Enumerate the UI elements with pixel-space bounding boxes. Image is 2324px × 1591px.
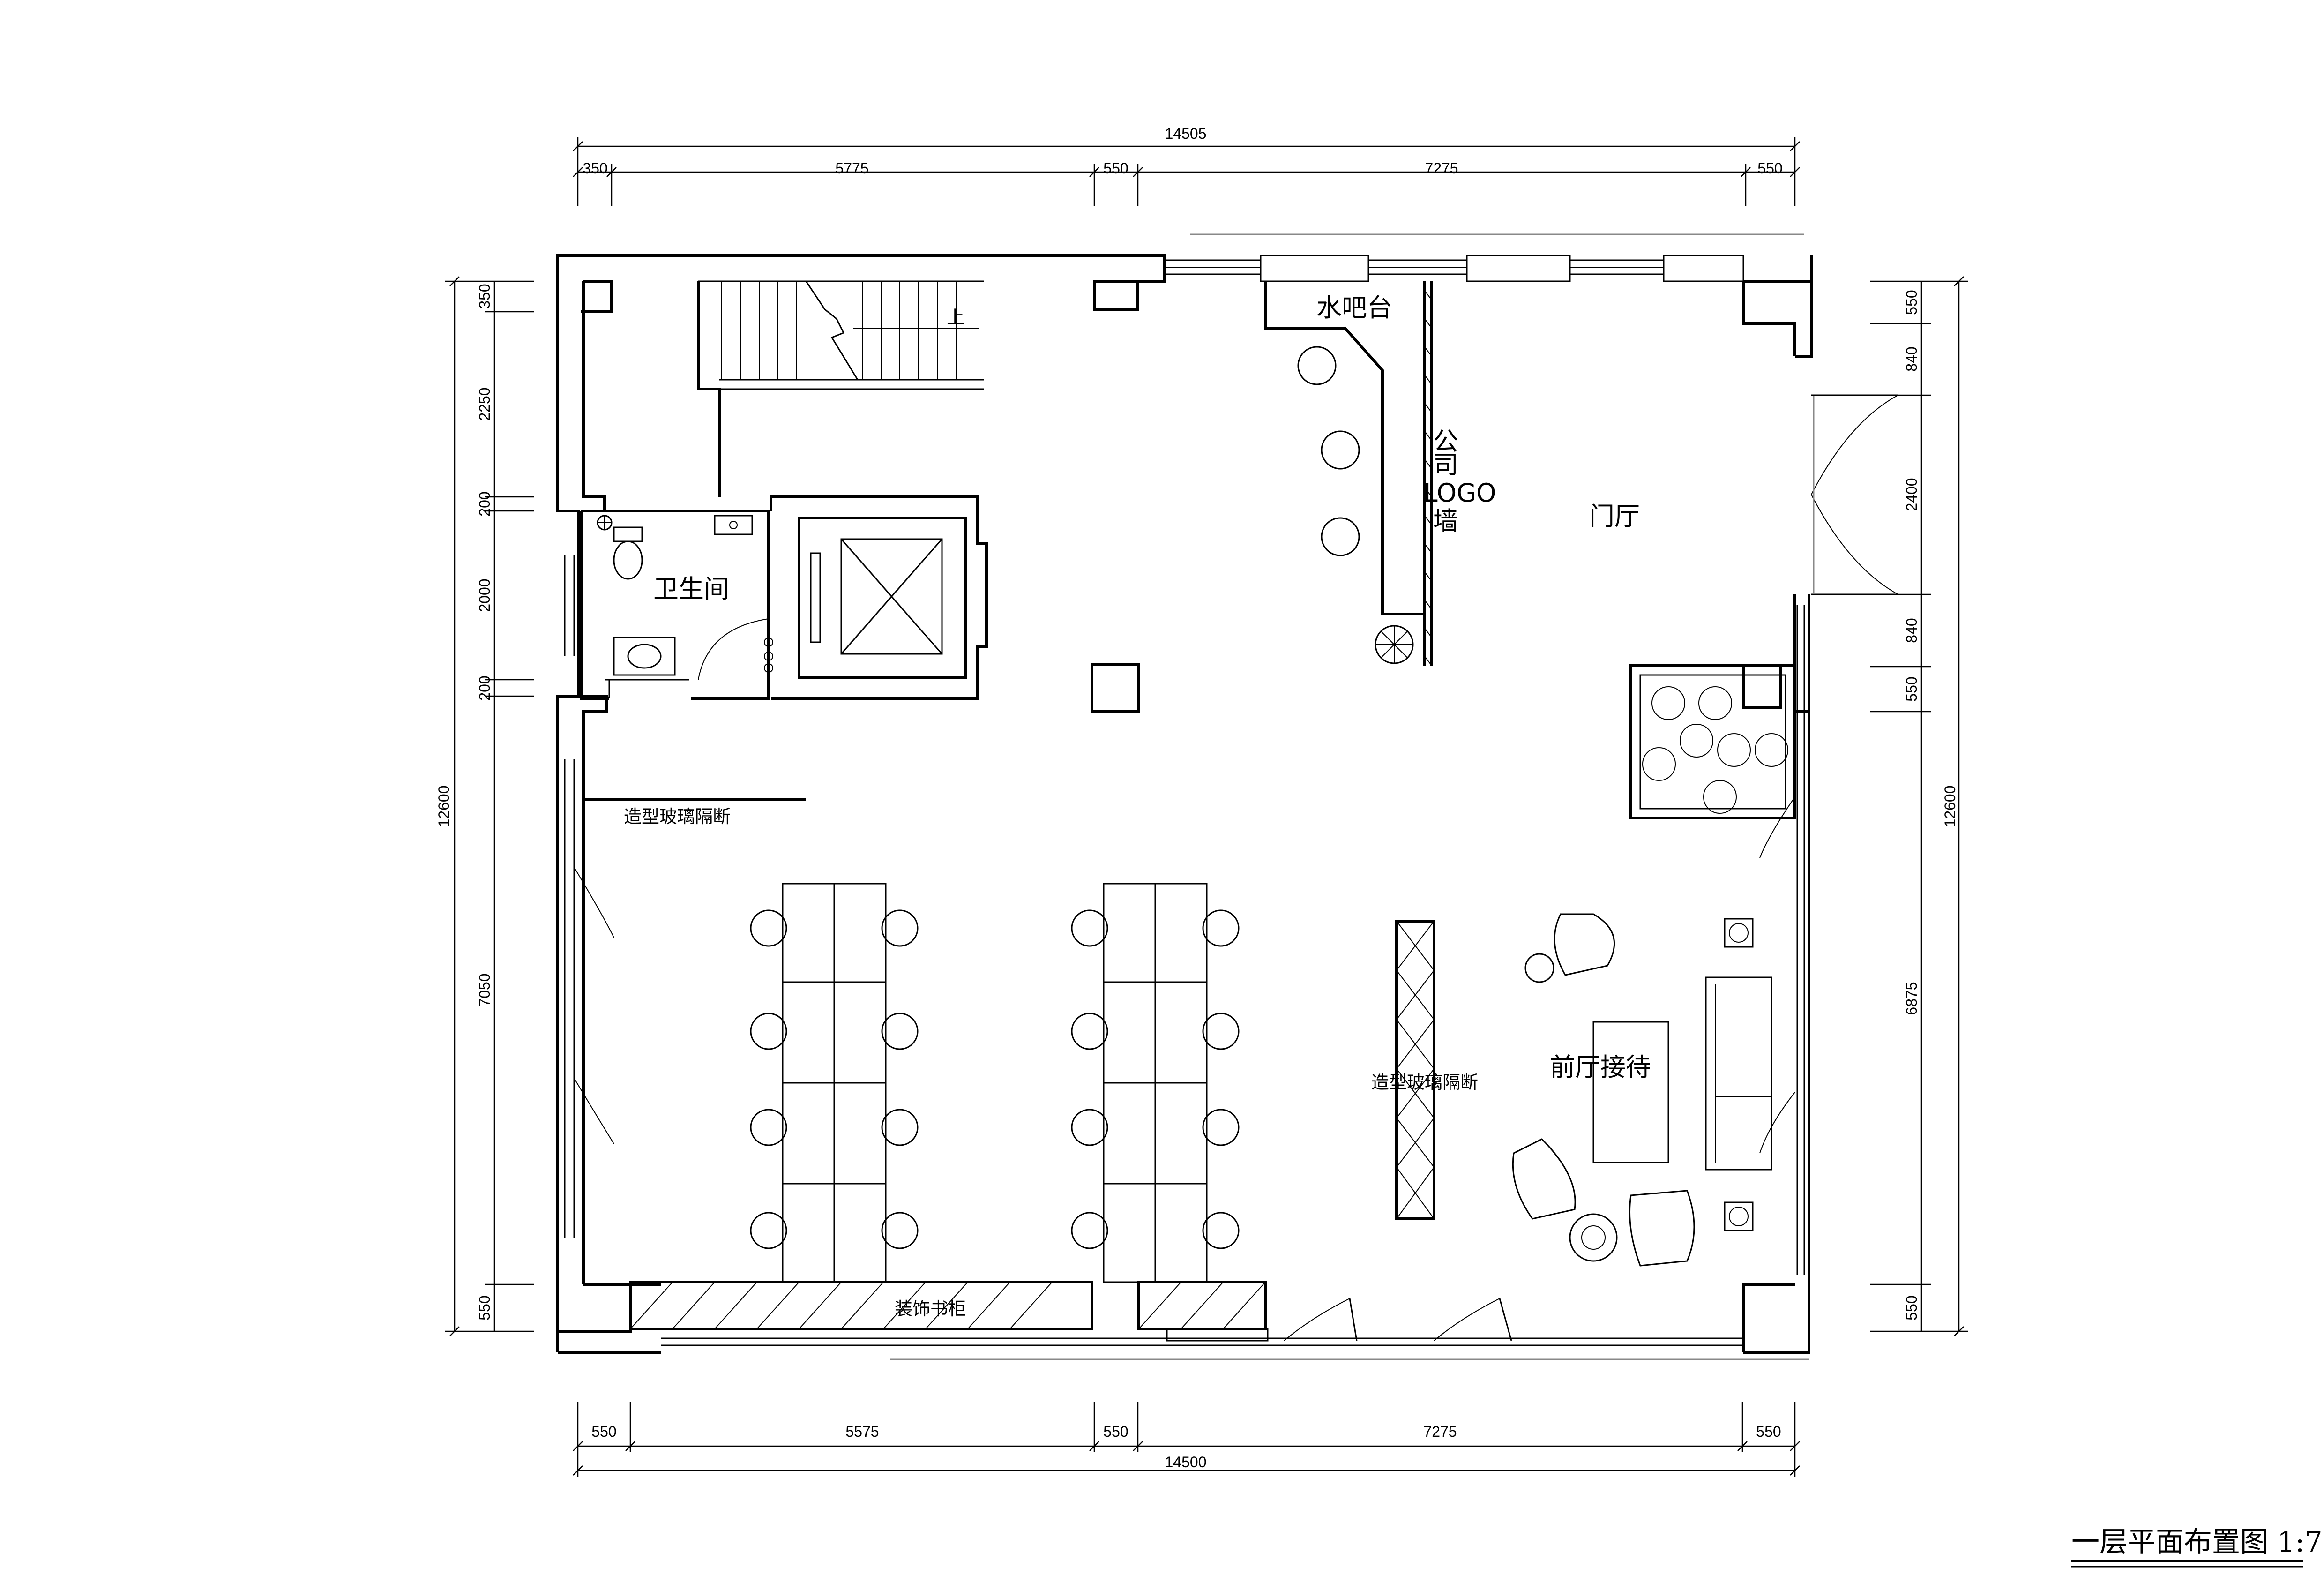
glass-partition-center-label: 造型玻璃隔断 — [1371, 1072, 1478, 1093]
dim-right-seg-6: 6875 — [1903, 982, 1920, 1015]
lobby-label: 门厅 — [1589, 502, 1640, 531]
toilet-room — [580, 510, 773, 700]
dim-right-seg-7: 550 — [1903, 1295, 1920, 1320]
bottom-dimension-lines — [573, 1402, 1800, 1477]
dim-top-seg-1: 350 — [583, 160, 607, 177]
dim-left-seg-5: 200 — [476, 675, 493, 700]
dim-bottom-seg-3: 550 — [1103, 1423, 1128, 1440]
dim-left-total: 12600 — [435, 786, 452, 827]
left-windows — [564, 555, 614, 1238]
dim-bottom-total: 14500 — [1165, 1454, 1207, 1471]
bar-stools — [1297, 346, 1360, 556]
glass-partition-left-label: 造型玻璃隔断 — [624, 806, 731, 827]
logo-wall-label-1: 公 — [1433, 427, 1458, 456]
top-dimension-lines — [573, 137, 1800, 206]
dim-right-total: 12600 — [1942, 786, 1958, 827]
dim-bottom-seg-5: 550 — [1756, 1423, 1781, 1440]
dim-left-seg-6: 7050 — [476, 973, 493, 1006]
dim-top-seg-2: 5775 — [835, 160, 868, 177]
reception-lounge — [1512, 913, 1772, 1267]
workstation-cluster-right — [1071, 883, 1240, 1283]
bottom-windows — [661, 1328, 1809, 1360]
dim-left-seg-3: 200 — [476, 491, 493, 516]
dim-bottom-seg-2: 5575 — [845, 1423, 879, 1440]
water-bar-label: 水吧台 — [1316, 293, 1392, 323]
dim-bottom-seg-4: 7275 — [1423, 1423, 1457, 1440]
dim-top-seg-5: 550 — [1757, 160, 1782, 177]
reception-label: 前厅接待 — [1550, 1052, 1651, 1082]
entrance-double-door[interactable] — [1811, 394, 1898, 595]
drawing-title: 一层平面布置图 1:70 — [2071, 1526, 2324, 1559]
right-dimension-lines — [1870, 276, 1968, 1336]
dim-left-seg-7: 550 — [476, 1295, 493, 1320]
logo-wall-label-4: 墙 — [1433, 506, 1458, 536]
toilet-label: 卫生间 — [653, 574, 729, 604]
staircase: 上 — [697, 280, 984, 497]
planter-bar — [1375, 625, 1414, 664]
dim-top-seg-3: 550 — [1103, 160, 1128, 177]
dim-right-seg-5: 550 — [1903, 676, 1920, 701]
dim-right-seg-2: 840 — [1903, 346, 1920, 371]
dim-left-seg-1: 350 — [476, 284, 493, 308]
dim-top-seg-4: 7275 — [1425, 160, 1458, 177]
dim-right-seg-1: 550 — [1903, 290, 1920, 315]
bookcase-label: 装饰书柜 — [895, 1298, 966, 1319]
bottom-doors[interactable] — [1284, 1298, 1512, 1341]
right-windows — [1759, 605, 1805, 1275]
dim-left-seg-2: 2250 — [476, 387, 493, 420]
stair-up-label: 上 — [947, 307, 964, 328]
elevator-shaft — [770, 495, 988, 700]
left-dimension-lines — [445, 276, 534, 1336]
logo-wall-label-2: 司 — [1433, 450, 1458, 480]
dim-right-seg-4: 840 — [1903, 618, 1920, 643]
planter-box — [1629, 664, 1796, 819]
workstation-cluster-left — [750, 883, 919, 1283]
dim-top-total: 14505 — [1165, 125, 1207, 142]
structural-column — [1091, 663, 1140, 713]
glass-partition-center — [1395, 920, 1435, 1220]
dim-bottom-seg-1: 550 — [591, 1423, 616, 1440]
logo-wall-label-3: LOGO — [1423, 478, 1496, 508]
outer-walls — [556, 254, 1813, 1354]
decorative-bookcase — [629, 1281, 1267, 1330]
dim-left-seg-4: 2000 — [476, 578, 493, 612]
water-bar-counter — [1264, 281, 1433, 666]
top-windows — [1164, 233, 1804, 282]
dim-right-seg-3: 2400 — [1903, 478, 1920, 511]
